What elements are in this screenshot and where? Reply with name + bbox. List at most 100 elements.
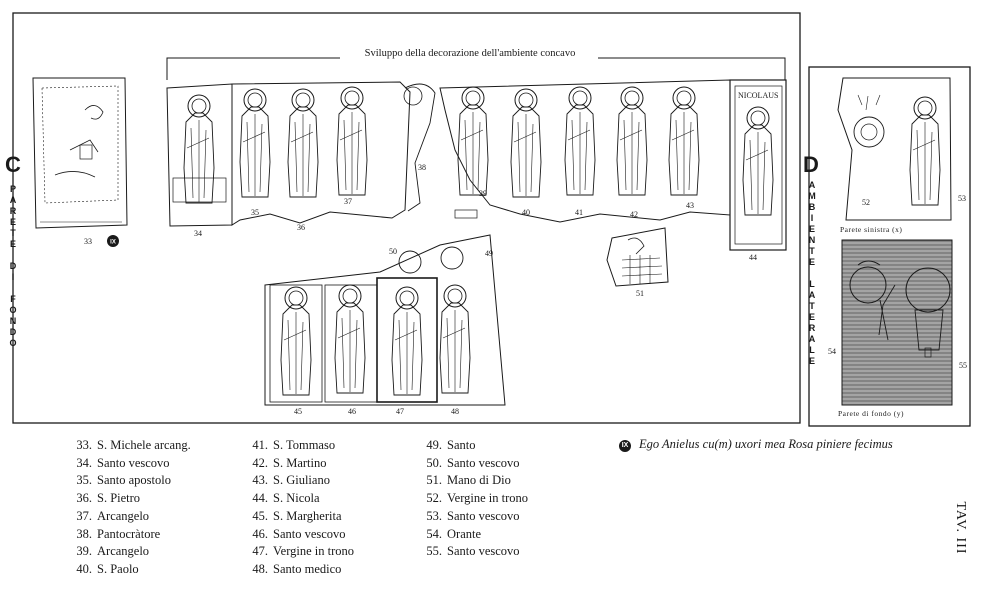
legend-item-number: 33. [76,438,92,452]
vertical-letter: E [9,217,16,227]
vertical-letter: T [809,301,815,311]
panel-number-54: 54 [828,347,836,356]
legend-item: 41. S. Tommaso [246,437,354,455]
legend-item-number: 39. [76,544,92,559]
legend-item-label: Vergine in trono [273,544,355,559]
legend-item: 40. S. Paolo [70,561,191,579]
legend-item: 43.S. Giuliano [246,472,354,490]
legend-item-number: 50. [426,455,442,470]
legend-item-number: 36. [76,491,92,506]
legend-item-number: 55. [426,544,442,559]
legend-item: 47. Vergine in trono [246,543,354,561]
panel-number-40: 40 [522,208,530,217]
legend-item-number: 40. [76,561,92,576]
panel-number-45: 45 [294,407,302,416]
inscription-text: Ego Anielus cu(m) uxori mea Rosa piniere… [639,437,893,451]
legend-item-number: 52. [426,491,442,506]
legend-item-number: 47. [252,544,268,559]
legend-item: 53. Santo vescovo [420,508,528,526]
legend-item: 36. S. Pietro [70,490,191,508]
vertical-letter: E [808,224,815,234]
vertical-letter: F [10,294,16,304]
legend-item-number: 41. [252,438,268,452]
panel-number-35: 35 [251,208,259,217]
legend-column-2: 41. S. Tommaso 42. S. Martino 43.S. Giuliano… [246,437,354,579]
legend-item-label: Vergine in trono [447,491,529,506]
decoration-plan-diagram: Sviluppo della decorazione dell'ambiente… [5,12,971,427]
panel-number-36: 36 [297,223,305,232]
panel-51-mano-di-dio [606,227,669,287]
legend-item: 52. Vergine in trono [420,490,528,508]
legend-item-label: Santo medico [273,561,342,576]
legend-item-label: S. Paolo [97,561,139,576]
legend-item: 50. Santo vescovo [420,455,528,473]
legend-item-label: S. Pietro [97,491,141,506]
vertical-letter: O [9,305,17,315]
panel-number-47: 47 [396,407,404,416]
legend-item-number: 49. [426,438,442,452]
panel-number-34: 34 [194,229,202,238]
vertical-letter: B [808,202,816,212]
monogram-mark [107,235,119,247]
legend-item: 35.Santo apostolo [70,472,191,490]
legend-item-number: 45. [252,508,268,523]
legend-item-label: Santo vescovo [447,455,520,470]
vertical-letter: A [808,180,816,190]
legend-item-label: Santo vescovo [447,544,520,559]
panel-number-44: 44 [749,253,757,262]
panel-number-43: 43 [686,201,694,210]
lower-band-fresco [264,234,506,406]
legend-item: 46.Santo vescovo [246,526,354,544]
panel-number-50: 50 [389,247,397,256]
legend-item-number: 37. [76,508,92,523]
legend-item: 45. S. Margherita [246,508,354,526]
legend-item-label: S. Tommaso [273,438,336,452]
legend-item: 49. Santo [420,437,528,455]
panel-number-37: 37 [344,197,352,206]
legend-item-label: Santo vescovo [447,508,520,523]
panel-52-53-parete-sinistra [837,77,952,221]
legend-item-label: S. Margherita [273,508,342,523]
legend-item-number: 53. [426,508,442,523]
vertical-letter [7,283,19,294]
legend-item-label: Pantocràtore [97,526,161,541]
vertical-letter: A [808,334,816,344]
vertical-letter: I [11,272,15,282]
legend-item-label: Santo [447,438,476,452]
upper-band-fresco [166,79,731,227]
panel-number-53: 53 [958,194,966,203]
vertical-letter: A [808,290,816,300]
vertical-letter: T [10,228,16,238]
legend-item-label: S. Nicola [273,491,320,506]
title-bracket [166,57,786,80]
panel-number-46: 46 [348,407,356,416]
vertical-letter [7,250,19,261]
panel-number-55: 55 [959,361,967,370]
legend-item-label: Arcangelo [97,544,150,559]
legend-item-number: 42. [252,455,268,470]
legend-item-label: S. Michele arcang. [97,438,191,452]
diagram-title: Sviluppo della decorazione dell'ambiente… [365,48,576,59]
vertical-letter: E [808,257,815,267]
vertical-letter: R [808,323,816,333]
legend-item-number: 51. [426,473,442,488]
vertical-letter: O [9,338,17,348]
legend-item-number: 44. [252,491,268,506]
legend-item-number: 48. [252,561,268,576]
panel-44-nicola [729,79,787,251]
legend-item: 44. S. Nicola [246,490,354,508]
vertical-letter: T [809,246,815,256]
vertical-letter: E [9,239,16,249]
legend-item-number: 43. [252,473,268,488]
legend-item: 38.Pantocràtore [70,526,191,544]
legend-item: 55. Santo vescovo [420,543,528,561]
legend-item: 34.Santo vescovo [70,455,191,473]
legend-item-label: S. Martino [273,455,327,470]
panel-number-51: 51 [636,289,644,298]
vertical-letter: D [9,327,17,337]
main-frame [12,12,801,424]
